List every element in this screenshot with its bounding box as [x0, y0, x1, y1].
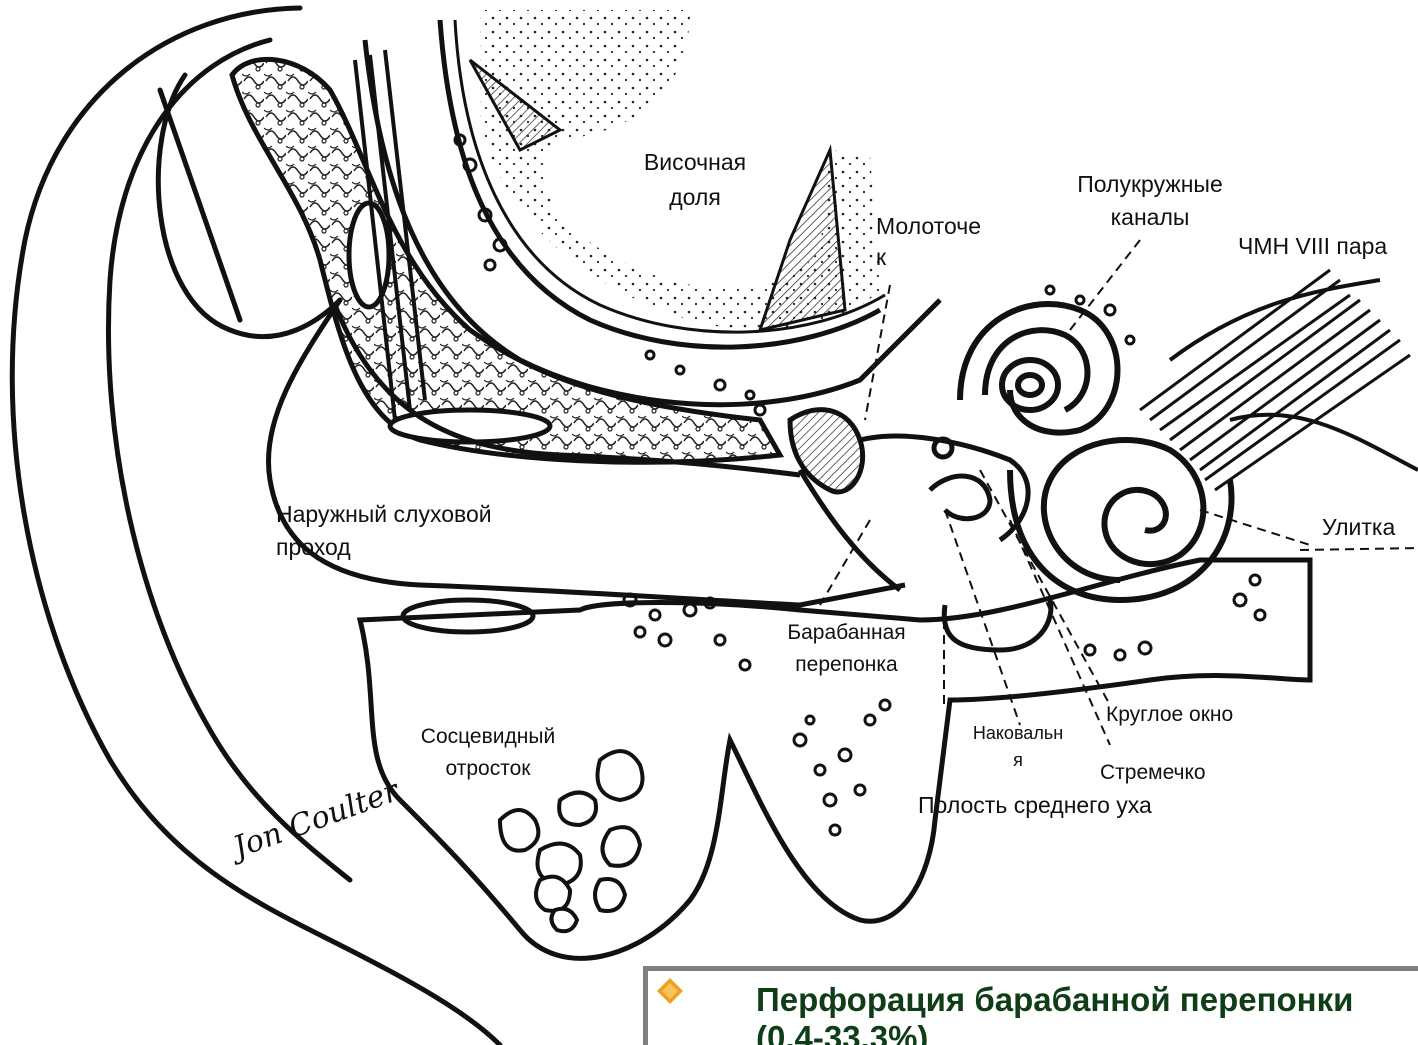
label-line: доля: [620, 183, 770, 212]
info-box-text: Перфорация барабанной перепонки (0.4-33.…: [756, 981, 1353, 1045]
label-line: к: [876, 243, 981, 272]
label-malleus: Молоточе к: [876, 212, 981, 272]
label-line: Улитка: [1322, 513, 1395, 542]
label-line: проход: [276, 533, 492, 562]
label-line: Круглое окно: [1106, 702, 1233, 728]
label-line: Наружный слуховой: [276, 500, 492, 529]
label-line: я: [962, 749, 1074, 772]
label-round-window: Круглое окно: [1106, 702, 1233, 728]
label-line: каналы: [1060, 203, 1240, 232]
label-cn8: ЧМН VIII пара: [1238, 232, 1387, 261]
label-line: Сосцевидный: [408, 724, 568, 750]
label-line: ЧМН VIII пара: [1238, 232, 1387, 261]
diamond-bullet-icon: [656, 977, 684, 1005]
label-tympanic-membrane: Барабанная перепонка: [774, 620, 919, 679]
label-stapes: Стремечко: [1100, 760, 1206, 786]
label-cochlea: Улитка: [1322, 513, 1395, 542]
info-line: (0.4-33.3%): [756, 1019, 1353, 1045]
label-external-canal: Наружный слуховой проход: [276, 500, 492, 562]
label-line: Барабанная: [774, 620, 919, 646]
label-middle-ear: Полость среднего уха: [918, 791, 1152, 820]
label-line: Полость среднего уха: [918, 791, 1152, 820]
info-line: Перфорация барабанной перепонки: [756, 981, 1353, 1019]
label-incus: Наковальн я: [962, 722, 1074, 771]
label-line: Височная: [620, 148, 770, 177]
label-line: отросток: [408, 756, 568, 782]
label-line: Наковальн: [962, 722, 1074, 745]
label-semicircular-canals: Полукружные каналы: [1060, 170, 1240, 232]
label-temporal-lobe: Височная доля: [620, 148, 770, 212]
label-line: Стремечко: [1100, 760, 1206, 786]
label-line: перепонка: [774, 652, 919, 678]
signature-text: Jon Coulter: [223, 773, 405, 868]
info-box: Перфорация барабанной перепонки (0.4-33.…: [643, 966, 1418, 1045]
label-mastoid: Сосцевидный отросток: [408, 724, 568, 783]
label-line: Полукружные: [1060, 170, 1240, 199]
label-line: Молоточе: [876, 212, 981, 241]
